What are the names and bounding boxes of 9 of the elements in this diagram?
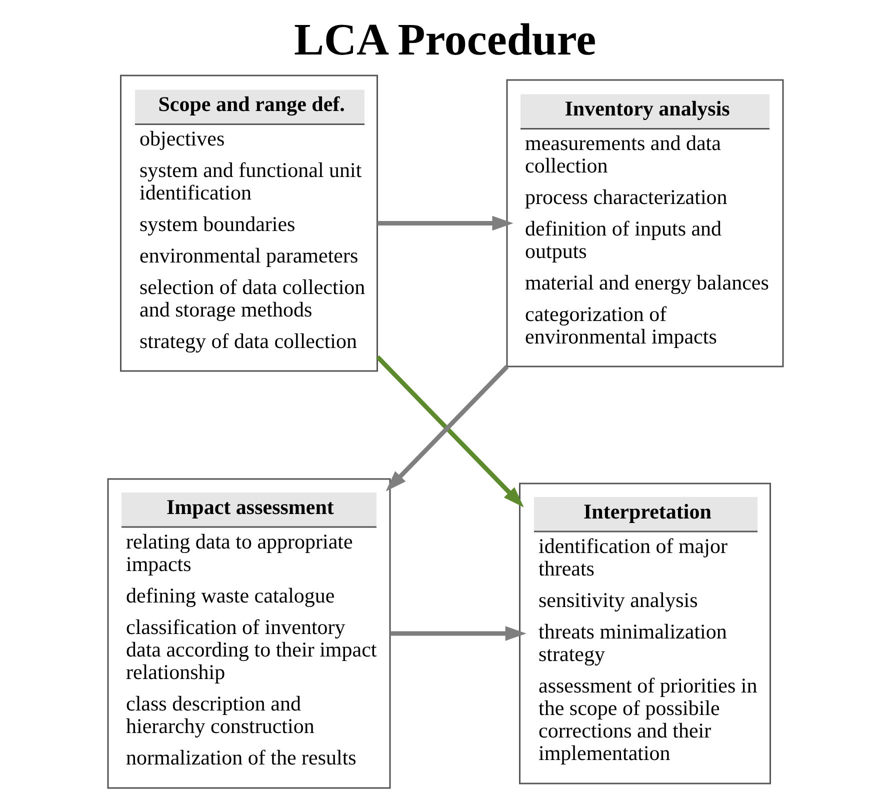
arrow: [376, 355, 524, 508]
arrow: [377, 216, 514, 231]
node-box: Scope and range def. objectives system and functional unit identification system boundaries environmental parameters selection of data collection and storage methods strategy of data collection: [120, 74, 378, 372]
node-box: Inventory analysis measurements and data collection process characterization definition of inputs and outputs material and energy balances categorization of environmental impacts: [506, 79, 784, 368]
node-box: Impact assessment relating data to appropriate impacts defining waste catalogue classification of inventory data according to their impact relationship class description and hierarchy construction normalization of the results: [107, 478, 391, 789]
arrow: [390, 626, 526, 641]
node-box: Interpretation identification of major threats sensitivity analysis threats minimalization strategy assessment of priorities in the scope of possibile corrections and their implementation: [519, 482, 771, 784]
arrow: [386, 365, 509, 492]
diagram-title: LCA Procedure: [294, 14, 596, 64]
